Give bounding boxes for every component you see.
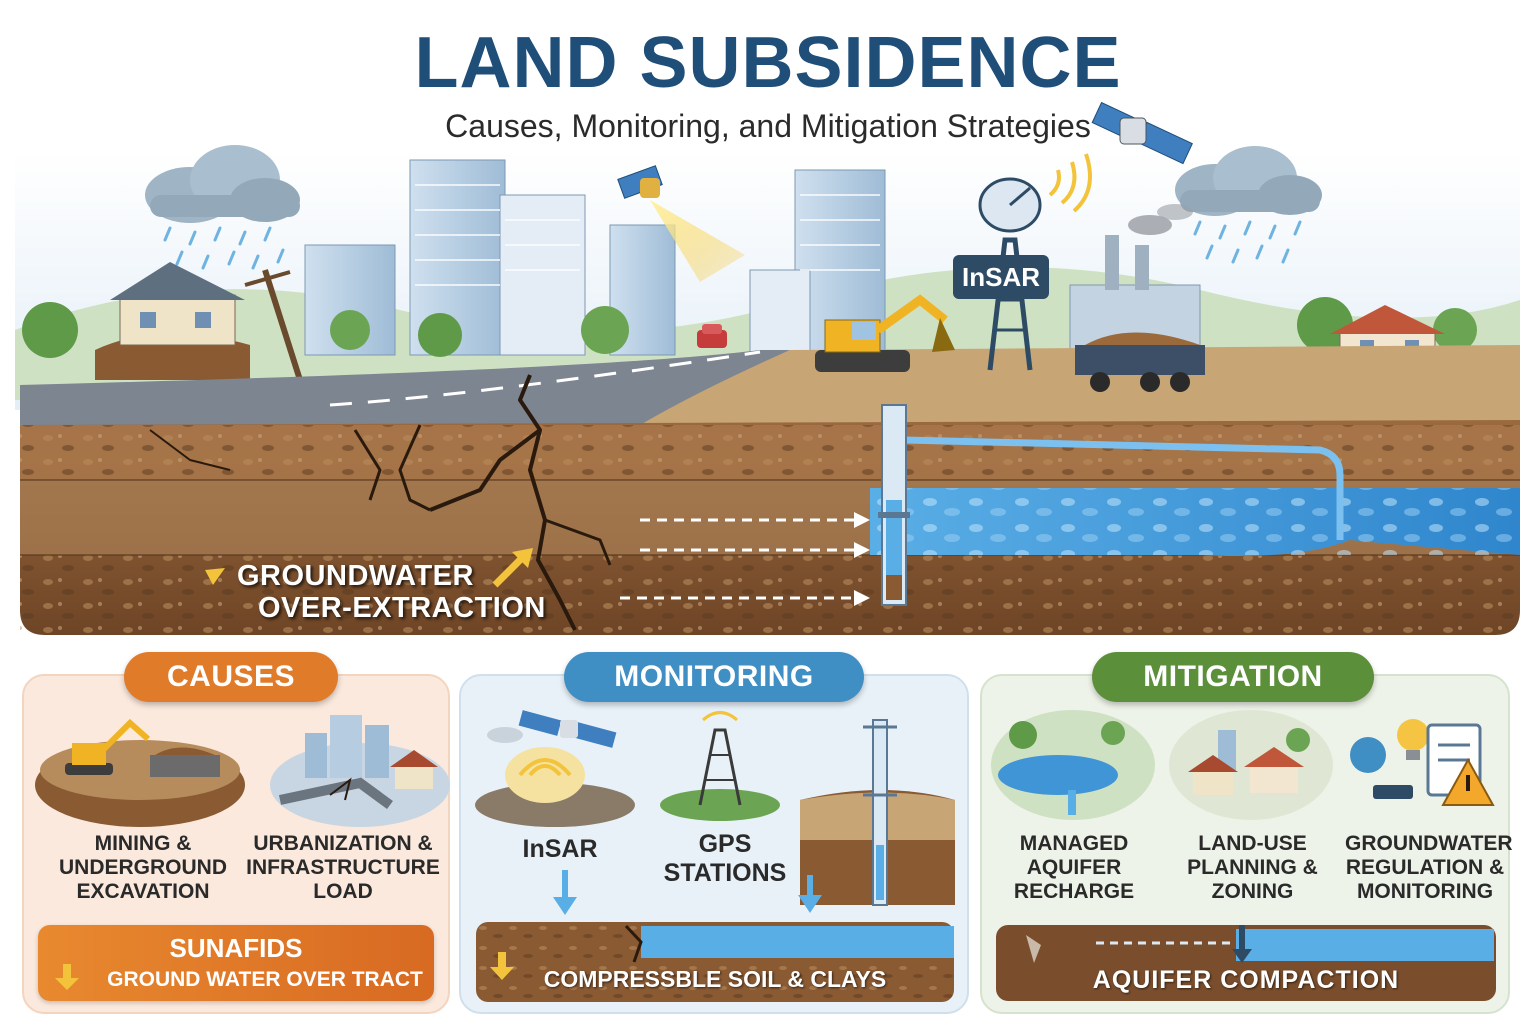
monitoring-title: MONITORING <box>564 652 864 702</box>
causes-bottom-subtitle: GROUND WATER OVER TRACT <box>107 968 423 991</box>
satellite-beam <box>650 200 745 282</box>
regulation-illustration <box>1350 719 1495 806</box>
tree-icon <box>1286 728 1310 752</box>
pipe <box>904 436 1344 540</box>
building-icon <box>365 725 389 778</box>
mitigation-item-regulation: GROUNDWATER REGULATION & MONITORING <box>1345 832 1513 903</box>
well-monitoring-illustration <box>800 719 955 906</box>
cloud-icon <box>145 145 300 223</box>
causes-item-mining: MINING & UNDERGROUND EXCAVATION <box>59 832 227 903</box>
satellite-icon <box>617 165 663 199</box>
building-icon <box>499 194 586 356</box>
excavator-icon <box>65 718 150 775</box>
building-icon <box>1218 730 1236 770</box>
house-icon <box>390 750 438 789</box>
monitoring-item-insar: InSAR <box>522 835 598 863</box>
causes-illustrations <box>35 715 450 827</box>
monitoring-item-gps: GPS STATIONS <box>663 830 787 887</box>
building-icon <box>305 733 327 778</box>
lightbulb-icon <box>1397 719 1429 760</box>
mining-illustration <box>35 718 245 827</box>
car-icon <box>697 324 727 348</box>
arrow-icon <box>1232 925 1252 963</box>
ground-crack <box>149 374 612 631</box>
house-icon <box>95 262 250 380</box>
flow-arrows <box>620 512 870 606</box>
radar-dish-icon <box>978 177 1042 371</box>
cloud-icon <box>1175 146 1322 216</box>
urbanization-illustration <box>270 715 450 827</box>
page-subtitle: Causes, Monitoring, and Mitigation Strat… <box>445 108 1091 144</box>
utility-pole-icon <box>244 269 303 381</box>
truck-icon <box>1075 332 1205 392</box>
road <box>20 350 790 425</box>
signal-waves <box>1048 153 1092 213</box>
compressible-soil-strip <box>476 922 954 1002</box>
tree-icon <box>22 297 1477 358</box>
cross-section-scene: InSAR <box>15 101 1520 635</box>
recharge-illustration <box>991 710 1155 820</box>
arrow-icon <box>205 548 533 588</box>
monitoring-device-icon <box>1373 785 1413 799</box>
zoning-illustration <box>1169 710 1333 820</box>
well-icon <box>878 404 910 606</box>
causes-item-urbanization: URBANIZATION & INFRASTRUCTURE LOAD <box>246 832 440 903</box>
arrow-icon <box>55 964 79 990</box>
callout-line2: OVER-EXTRACTION <box>258 592 546 624</box>
warning-icon <box>1441 757 1495 806</box>
tree-icon <box>1101 721 1125 745</box>
satellite-icon <box>518 710 617 748</box>
aquifer-compaction-strip <box>996 925 1496 1001</box>
mitigation-item-recharge: MANAGED AQUIFER RECHARGE <box>1013 832 1135 903</box>
house-icon <box>1244 747 1304 793</box>
arrow-icon <box>490 952 514 980</box>
mitigation-item-zoning: LAND-USE PLANNING & ZONING <box>1187 832 1318 903</box>
gps-tower-icon <box>660 711 780 821</box>
truck-icon <box>150 747 220 777</box>
arrow-icon <box>553 870 577 915</box>
insar-illustration <box>475 710 635 827</box>
insar-tower-label: InSAR <box>962 262 1040 292</box>
tree-icon <box>1009 721 1037 749</box>
page-title: LAND SUBSIDENCE <box>414 23 1122 103</box>
satellite-icon <box>1091 101 1193 165</box>
arrow-icon <box>798 875 822 913</box>
house-icon <box>1188 755 1238 795</box>
well-icon <box>863 719 897 906</box>
causes-bottom-box <box>38 925 434 1001</box>
excavator-icon <box>815 294 955 372</box>
causes-title: CAUSES <box>124 652 338 702</box>
insar-tower-badge <box>953 255 1049 299</box>
rain-icon <box>1193 220 1302 264</box>
building-icon <box>330 715 362 778</box>
mitigation-bottom-title: AQUIFER COMPACTION <box>1092 966 1400 994</box>
mitigation-illustrations <box>991 710 1495 820</box>
callout-line1: GROUNDWATER <box>237 560 474 592</box>
mitigation-title: MITIGATION <box>1092 652 1374 702</box>
monitoring-bottom-title: COMPRESSBLE SOIL & CLAYS <box>543 966 887 992</box>
causes-bottom-title: SUNAFIDS <box>169 933 303 963</box>
monitoring-illustrations <box>475 710 955 915</box>
rain-icon <box>163 226 285 270</box>
building-icon <box>749 269 811 356</box>
